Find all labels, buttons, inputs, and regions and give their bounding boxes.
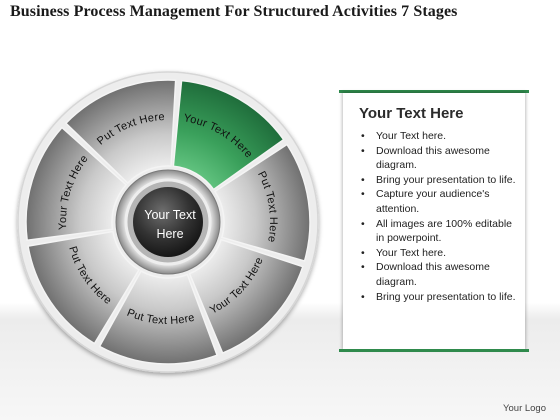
panel-bullet-item: Your Text here. (357, 246, 519, 261)
panel-body: Your Text Here Your Text here.Download t… (343, 93, 525, 349)
panel-heading: Your Text Here (359, 105, 464, 122)
panel-bullet-item: Download this awesome diagram. (357, 144, 519, 173)
panel-bullet-item: Your Text here. (357, 129, 519, 144)
segments-group (25, 79, 311, 365)
panel-bottom-rule (339, 349, 529, 352)
cycle-segment-7 (98, 270, 219, 365)
panel-bullet-item: Bring your presentation to life. (357, 173, 519, 188)
panel-bullet-item: Download this awesome diagram. (357, 260, 519, 289)
cycle-segment-4 (172, 79, 285, 191)
center-label-line-1: Your Text (144, 208, 196, 222)
panel-top-rule (339, 90, 529, 93)
text-panel: Your Text Here Your Text here.Download t… (339, 90, 529, 352)
cycle-segment-5 (213, 143, 311, 262)
center-hub (133, 187, 203, 257)
cycle-segment-1 (27, 230, 141, 345)
slide-title: Business Process Management For Structur… (10, 3, 458, 20)
panel-bullet-item: Bring your presentation to life. (357, 290, 519, 305)
cycle-segment-6 (188, 238, 304, 355)
panel-bullet-item: All images are 100% editable in powerpoi… (357, 217, 519, 246)
center-label-line-2: Here (156, 227, 183, 241)
cycle-segment-2 (25, 126, 128, 242)
footer-logo: Your Logo (503, 403, 546, 414)
panel-bullet-list: Your Text here.Download this awesome dia… (357, 129, 519, 304)
panel-bullet-item: Capture your audience's attention. (357, 187, 519, 216)
cycle-segment-3 (64, 79, 177, 185)
